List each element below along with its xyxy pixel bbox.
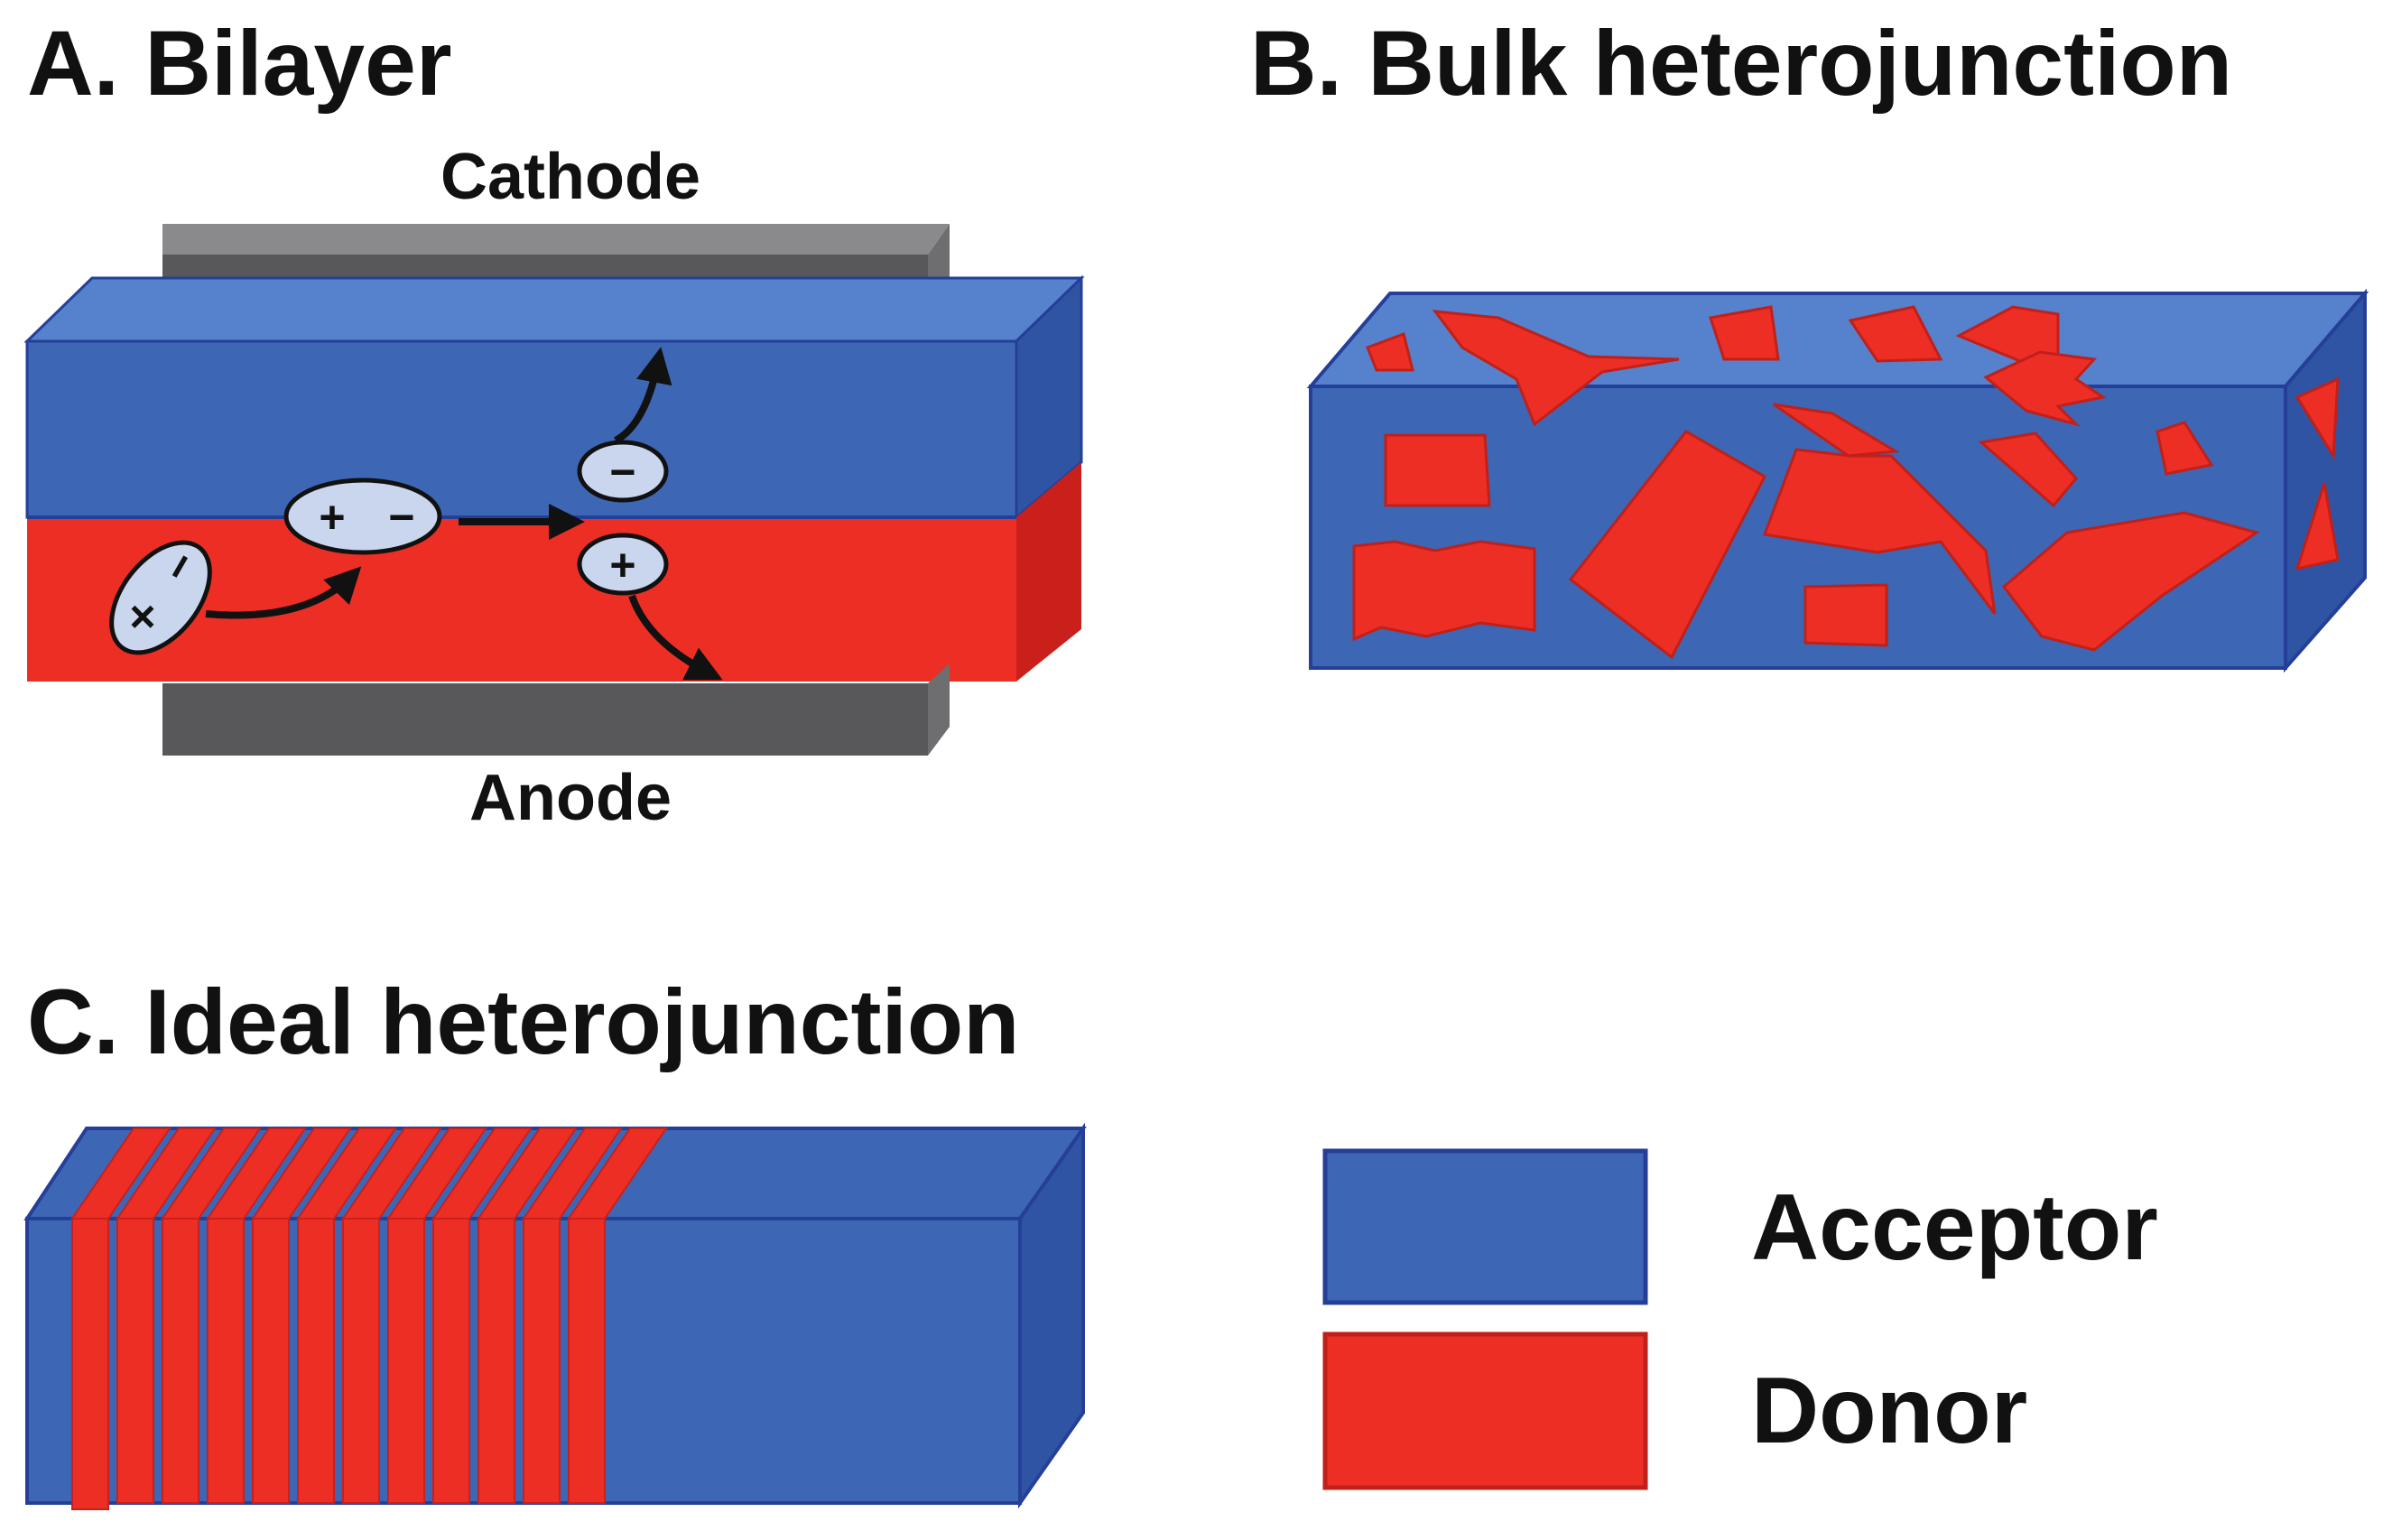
donor-stripe-top [296,1127,397,1220]
donor-domain [1848,305,1943,363]
arrow-electron-to-cathode [613,347,672,444]
panel-b-title: B. Bulk heterojunction [1250,12,2232,115]
donor-stripe-top [431,1127,533,1220]
donor-stripe-top [251,1127,352,1220]
donor-layer [27,462,1081,682]
donor-stripe [252,1218,290,1504]
donor-domain [1432,310,1680,427]
panel-ideal-heterojunction: C. Ideal heterojunction [23,970,1087,1510]
donor-stripes-top [70,1127,668,1220]
hole-sign: + [609,540,635,590]
donor-domain [2295,482,2340,571]
exciton-cross-sign: × [129,591,155,642]
donor-stripe-top [341,1127,442,1220]
panel-c-title: C. Ideal heterojunction [27,970,1019,1073]
donor-stripe [477,1218,515,1504]
donor-domain [2156,421,2214,476]
donor-stripe [387,1218,425,1504]
donor-domain [1568,430,1766,660]
donor-stripe [568,1218,606,1504]
arrow-exciton-to-ct [205,566,362,619]
donor-stripes-front [71,1218,606,1510]
donor-domain [1762,448,1997,615]
donor-stripe-top [477,1127,578,1220]
donor-stripe [523,1218,561,1504]
donor-stripe [71,1218,109,1510]
donor-domain [1352,540,1536,642]
donor-domain [2295,376,2340,460]
donor-stripe-top [116,1127,217,1220]
donor-domain [1773,403,1900,458]
donor-stripe-top [386,1127,487,1220]
legend-label-acceptor: Acceptor [1751,1175,2158,1280]
donor-domain [1983,350,2107,427]
donor-domain [1709,305,1780,361]
donor-domain [1803,583,1888,647]
free-electron: − [577,440,669,503]
donor-stripe [207,1218,245,1504]
panel-bilayer: A. Bilayer Cathode Anode − [23,12,1085,834]
donor-stripe-top [161,1127,262,1220]
acceptor-layer [23,274,1085,521]
panel-bulk-heterojunction: B. Bulk heterojunction [1250,12,2369,673]
arrow-hole-to-anode [628,594,723,681]
donor-domain [2001,511,2260,652]
exciton: − × [109,540,212,655]
anode-label: Anode [469,762,672,834]
legend-item-acceptor: Acceptor [1322,1148,2158,1305]
donor-domain [1366,332,1414,372]
donor-domain [1978,431,2078,508]
donor-stripe-top [70,1127,172,1220]
anode-electrode [162,663,950,756]
donor-stripe [297,1218,335,1504]
electron-sign: − [609,447,635,497]
donor-stripe [342,1218,380,1504]
legend-item-donor: Donor [1322,1331,2027,1490]
donor-stripe-top [567,1127,668,1220]
legend-label-donor: Donor [1751,1359,2027,1463]
ct-minus-sign: − [388,492,414,543]
donor-domain [1384,433,1491,507]
donor-stripe [116,1218,154,1504]
donor-stripe-top [522,1127,623,1220]
donor-stripe-top [206,1127,307,1220]
ideal-block [23,1122,1087,1510]
charge-transfer-state: + − [283,478,442,555]
ct-plus-sign: + [319,492,345,543]
donor-stripe [432,1218,470,1504]
panel-a-title: A. Bilayer [27,12,452,115]
legend: Acceptor Donor [1322,1148,2158,1490]
free-hole: + [577,533,669,596]
legend-swatch-acceptor [1322,1148,1648,1305]
cathode-label: Cathode [440,141,700,213]
donor-stripe [162,1218,199,1504]
donor-domains [1352,305,2340,660]
legend-swatch-donor [1322,1331,1648,1490]
